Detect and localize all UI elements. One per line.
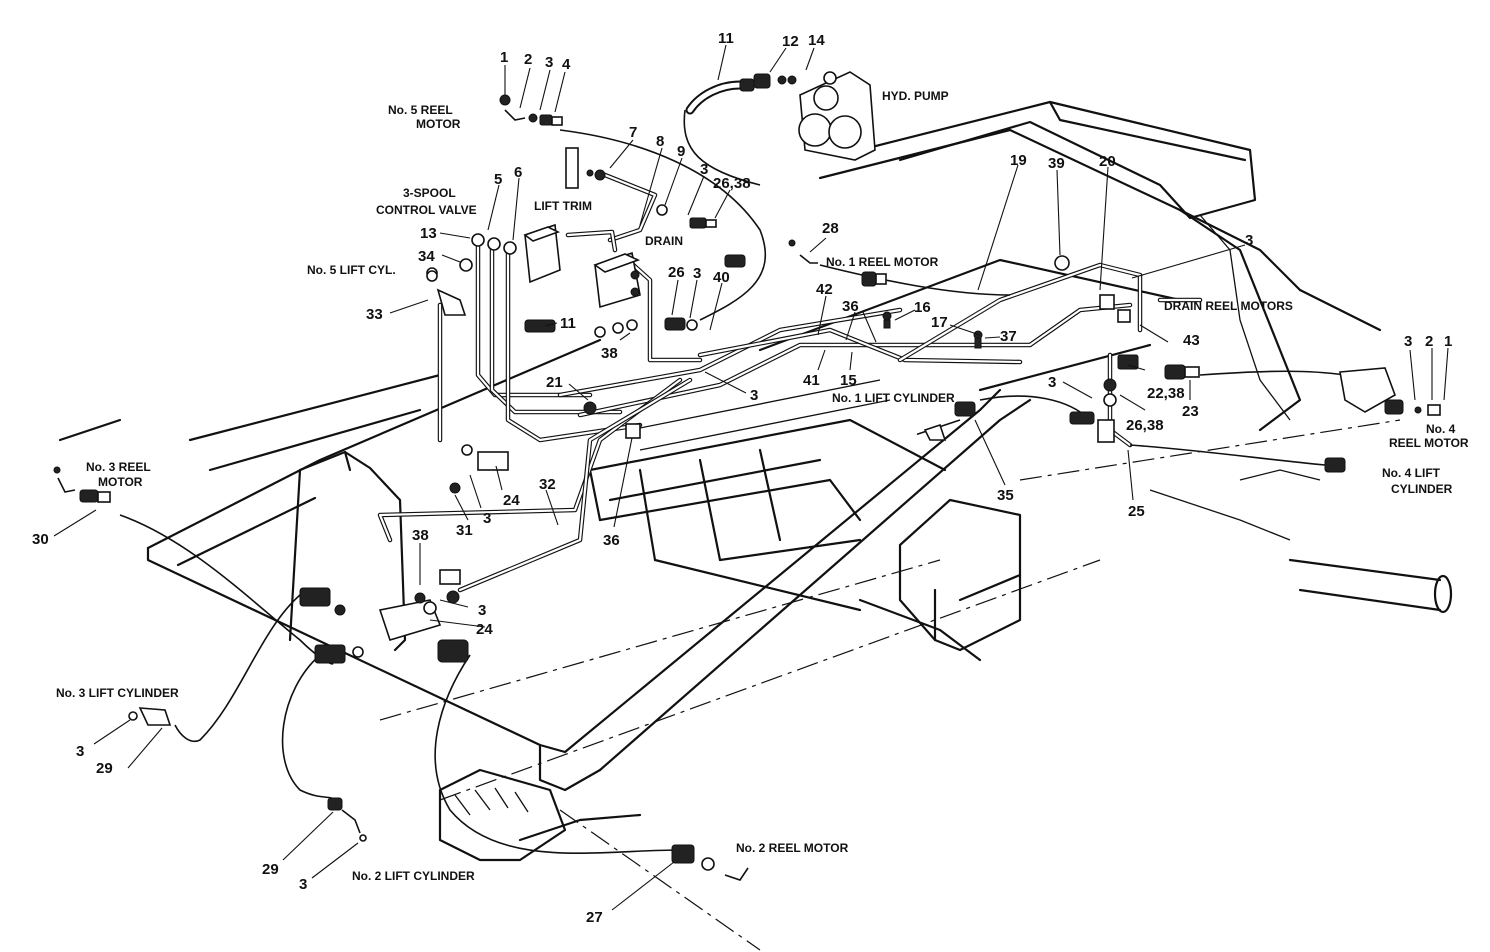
- pump-hose-11: [685, 73, 797, 115]
- label-lift-trim: LIFT TRIM: [534, 199, 592, 213]
- misc-fittings: [53, 94, 1441, 881]
- center-lines: [379, 419, 1401, 951]
- callout-21: 21: [546, 374, 563, 391]
- callout-30: 30: [32, 531, 49, 548]
- callout-14: 14: [808, 32, 825, 49]
- callout-3g: 3: [1404, 333, 1412, 350]
- callout-7: 7: [629, 124, 637, 141]
- hydraulic-pump: [798, 71, 876, 161]
- callout-17: 17: [931, 314, 948, 331]
- callout-3b: 3: [700, 161, 708, 178]
- callout-42: 42: [816, 281, 833, 298]
- callout-16: 16: [914, 299, 931, 316]
- callout-24a: 24: [503, 492, 520, 509]
- callout-35: 35: [997, 487, 1014, 504]
- callout-39: 39: [1048, 155, 1065, 172]
- callout-23: 23: [1182, 403, 1199, 420]
- callout-3d: 3: [1245, 232, 1253, 249]
- callout-3h: 3: [483, 510, 491, 527]
- label-no4-reel-motor-1: No. 4: [1426, 422, 1456, 436]
- hydraulic-tubes: [377, 172, 1203, 593]
- callout-37: 37: [1000, 328, 1017, 345]
- callout-11a: 11: [718, 30, 734, 47]
- label-no4-reel-motor-2: REEL MOTOR: [1389, 436, 1469, 450]
- callout-3i: 3: [478, 602, 486, 619]
- callout-24b: 24: [476, 621, 493, 638]
- callout-3k: 3: [299, 876, 307, 893]
- callout-38a: 38: [601, 345, 618, 362]
- label-no2-lift-cylinder: No. 2 LIFT CYLINDER: [352, 869, 475, 883]
- label-no1-reel-motor: No. 1 REEL MOTOR: [826, 255, 939, 269]
- component-labels: No. 5 REEL MOTOR HYD. PUMP 3-SPOOL CONTR…: [56, 89, 1469, 883]
- callout-32: 32: [539, 476, 556, 493]
- callout-43: 43: [1183, 332, 1200, 349]
- label-drain: DRAIN: [645, 234, 683, 248]
- spool-control-valve-fittings: [426, 233, 517, 279]
- callout-26-38b: 26,38: [1126, 417, 1164, 434]
- callout-38b: 38: [412, 527, 429, 544]
- callout-20: 20: [1099, 153, 1116, 170]
- callout-28: 28: [822, 220, 839, 237]
- label-no4-lift-cyl-2: CYLINDER: [1391, 482, 1453, 496]
- label-no5-reel-motor-2: MOTOR: [416, 117, 461, 131]
- callout-2a: 2: [524, 51, 532, 68]
- label-no4-lift-cyl-1: No. 4 LIFT: [1382, 466, 1441, 480]
- callout-41: 41: [803, 372, 820, 389]
- callout-3a: 3: [545, 54, 553, 71]
- callout-22-38: 22,38: [1147, 385, 1185, 402]
- callout-33: 33: [366, 306, 383, 323]
- callout-3f: 3: [1048, 374, 1056, 391]
- callout-8: 8: [656, 133, 664, 150]
- chassis-frame: [58, 100, 1453, 862]
- callout-36b: 36: [603, 532, 620, 549]
- callout-3e: 3: [750, 387, 758, 404]
- drain-block: [593, 251, 641, 309]
- callout-29a: 29: [96, 760, 113, 777]
- callout-27: 27: [586, 909, 603, 926]
- callout-11b: 11: [560, 315, 576, 332]
- callout-12: 12: [782, 33, 799, 50]
- label-no5-lift-cyl: No. 5 LIFT CYL.: [307, 263, 396, 277]
- callout-26-38a: 26,38: [713, 175, 751, 192]
- callout-6: 6: [514, 164, 522, 181]
- callout-25: 25: [1128, 503, 1145, 520]
- callout-1b: 1: [1444, 333, 1452, 350]
- leader-lines: [53, 44, 1449, 911]
- callout-1a: 1: [500, 49, 508, 66]
- callout-40: 40: [713, 269, 730, 286]
- callout-19: 19: [1010, 152, 1027, 169]
- label-no5-reel-motor-1: No. 5 REEL: [388, 103, 453, 117]
- callout-9: 9: [677, 143, 685, 160]
- callout-15: 15: [840, 372, 857, 389]
- label-spool-1: 3-SPOOL: [403, 186, 456, 200]
- hydraulic-hoses: [119, 109, 1346, 854]
- label-hyd-pump: HYD. PUMP: [882, 89, 949, 103]
- callout-29b: 29: [262, 861, 279, 878]
- callout-31: 31: [456, 522, 473, 539]
- callout-3c: 3: [693, 265, 701, 282]
- callout-4a: 4: [562, 56, 571, 73]
- callout-3j: 3: [76, 743, 84, 760]
- label-no3-reel-motor-2: MOTOR: [98, 475, 143, 489]
- label-spool-2: CONTROL VALVE: [376, 203, 477, 217]
- callout-13: 13: [420, 225, 437, 242]
- callout-2b: 2: [1425, 333, 1433, 350]
- label-no1-lift-cylinder: No. 1 LIFT CYLINDER: [832, 391, 955, 405]
- label-no3-lift-cylinder: No. 3 LIFT CYLINDER: [56, 686, 179, 700]
- callout-5: 5: [494, 171, 502, 188]
- lift-trim-valve: [523, 223, 561, 284]
- label-no2-reel-motor: No. 2 REEL MOTOR: [736, 841, 849, 855]
- label-drain-reel-motors: DRAIN REEL MOTORS: [1164, 299, 1293, 313]
- callout-numbers: 1 2 3 4 11 12 14 7 8 9 3 26,38 5 6 13 34…: [32, 30, 1452, 926]
- callout-26a: 26: [668, 264, 685, 281]
- label-no3-reel-motor-1: No. 3 REEL: [86, 460, 151, 474]
- callout-34: 34: [418, 248, 435, 265]
- callout-36a: 36: [842, 298, 859, 315]
